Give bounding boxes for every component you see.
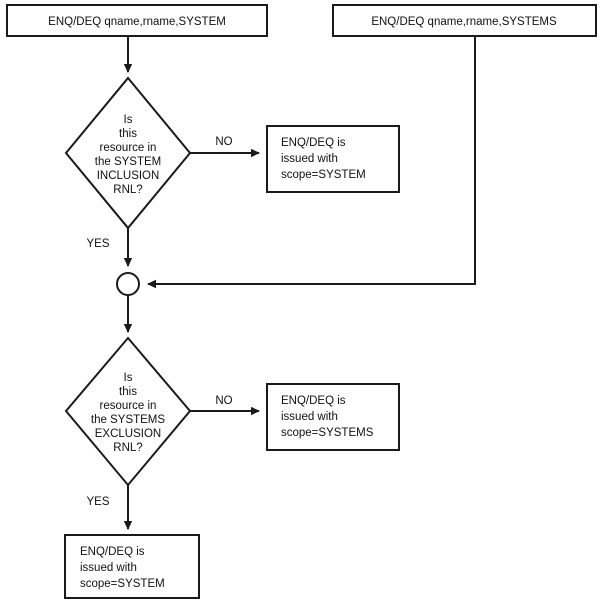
outcome-final-line-1: ENQ/DEQ is xyxy=(80,546,145,558)
decision2-line-5: EXCLUSION xyxy=(95,428,161,440)
decision2-diamond xyxy=(64,336,192,487)
decision1-diamond xyxy=(64,76,192,230)
edge-start-systems-to-junction xyxy=(147,36,476,289)
outcome2-box xyxy=(266,383,400,451)
outcome1-line-2: issued with xyxy=(281,153,338,165)
outcome-final-box xyxy=(64,534,200,599)
outcome2-line-3: scope=SYSTEMS xyxy=(281,427,374,439)
decision1-no-label: NO xyxy=(215,136,232,148)
outcome2-line-2: issued with xyxy=(281,411,338,423)
decision1-line-5: INCLUSION xyxy=(97,170,160,182)
outcome-final-line-3: scope=SYSTEM xyxy=(80,578,165,590)
outcome-scope-system-final: ENQ/DEQ is issued with scope=SYSTEM xyxy=(64,534,200,599)
decision2-no-label: NO xyxy=(215,395,232,407)
start-node-systems: ENQ/DEQ qname,rname,SYSTEMS xyxy=(332,4,597,37)
outcome-scope-system-no: ENQ/DEQ is issued with scope=SYSTEM xyxy=(266,125,400,193)
start-systems-box xyxy=(332,4,597,37)
outcome2-line-1: ENQ/DEQ is xyxy=(281,395,346,407)
decision2-line-4: the SYSTEMS xyxy=(91,414,165,426)
start-node-system: ENQ/DEQ qname,rname,SYSTEM xyxy=(6,4,268,37)
connector-group xyxy=(123,36,476,530)
decision1-yes-label: YES xyxy=(86,238,109,250)
merge-junction-circle xyxy=(116,272,140,296)
start-system-box xyxy=(6,4,268,37)
start-system-label: ENQ/DEQ qname,rname,SYSTEM xyxy=(48,16,226,28)
decision2-yes-label: YES xyxy=(86,496,109,508)
decision1-line-1: Is xyxy=(124,114,133,126)
decision2-line-6: RNL? xyxy=(113,442,142,454)
outcome-scope-systems-no: ENQ/DEQ is issued with scope=SYSTEMS xyxy=(266,383,400,451)
decision2-line-1: Is xyxy=(124,372,133,384)
decision-systems-exclusion: Is this resource in the SYSTEMS EXCLUSIO… xyxy=(64,336,192,487)
outcome1-box xyxy=(266,125,400,193)
decision1-line-6: RNL? xyxy=(113,184,142,196)
start-systems-label: ENQ/DEQ qname,rname,SYSTEMS xyxy=(371,16,557,28)
decision1-line-4: the SYSTEM xyxy=(95,156,161,168)
outcome1-line-3: scope=SYSTEM xyxy=(281,169,366,181)
decision-system-inclusion: Is this resource in the SYSTEM INCLUSION… xyxy=(64,76,192,230)
decision2-line-3: resource in xyxy=(100,400,157,412)
decision2-line-2: this xyxy=(119,386,137,398)
outcome1-line-1: ENQ/DEQ is xyxy=(281,137,346,149)
decision1-line-3: resource in xyxy=(100,142,157,154)
outcome-final-line-2: issued with xyxy=(80,562,137,574)
decision1-line-2: this xyxy=(119,128,137,140)
